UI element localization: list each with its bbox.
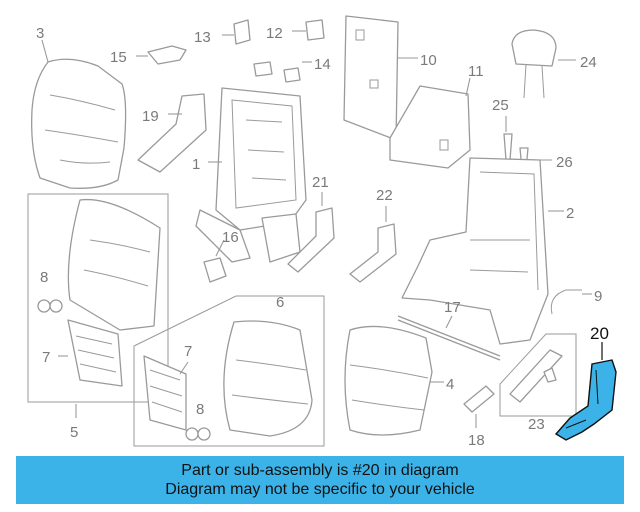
part-11-back-panel <box>389 85 471 169</box>
part-25-guide <box>503 133 513 161</box>
part-22-cover <box>349 223 397 283</box>
banner-line-1: Part or sub-assembly is #20 in diagram <box>181 462 459 479</box>
callout-26: 26 <box>556 154 573 171</box>
callout-12: 12 <box>266 25 283 42</box>
part-12-bracket <box>305 19 325 41</box>
callout-22: 22 <box>376 187 393 204</box>
part-24-headrest <box>511 29 557 99</box>
part-15-clip <box>147 45 187 65</box>
callout-14: 14 <box>314 56 331 73</box>
banner-line-2: Diagram may not be specific to your vehi… <box>165 481 475 498</box>
callout-5: 5 <box>70 424 78 441</box>
callout-10: 10 <box>420 52 437 69</box>
callout-11: 11 <box>468 63 484 80</box>
callout-25: 25 <box>492 97 509 114</box>
callout-6: 6 <box>276 294 284 311</box>
part-20-highlighted <box>554 359 617 441</box>
callout-21: 21 <box>312 174 329 191</box>
callout-8b: 8 <box>196 401 204 418</box>
callout-7b: 7 <box>184 343 192 360</box>
part-10-back-panel <box>343 15 399 141</box>
info-banner: Part or sub-assembly is #20 in diagram D… <box>16 456 624 504</box>
callout-24: 24 <box>580 54 597 71</box>
part-9-cable <box>550 289 582 315</box>
callout-4: 4 <box>446 376 454 393</box>
callout-15: 15 <box>110 49 127 66</box>
part-6-group-box <box>133 295 325 447</box>
callout-13: 13 <box>194 29 211 46</box>
part-16-knob <box>203 257 227 283</box>
part-3-seat-back-cushion <box>31 58 127 189</box>
part-5-group-box <box>27 193 169 403</box>
callout-3: 3 <box>36 25 44 42</box>
callout-8a: 8 <box>40 269 48 286</box>
parts-diagram: 3 15 13 12 14 10 11 24 <box>27 15 617 449</box>
part-14-clips <box>253 61 301 83</box>
part-1-seat-back-frame <box>195 87 307 263</box>
part-4-seat-back-cushion <box>344 325 433 436</box>
part-21-cover <box>287 207 335 273</box>
callout-9: 9 <box>594 288 602 305</box>
part-13-bracket <box>233 19 251 45</box>
callout-19: 19 <box>142 108 159 125</box>
callout-17: 17 <box>444 299 461 316</box>
callout-20: 20 <box>590 324 609 343</box>
part-19-hinge-cover <box>137 93 207 173</box>
callout-23: 23 <box>528 416 545 433</box>
part-18-trim <box>463 385 495 413</box>
callout-2: 2 <box>566 205 574 222</box>
callout-1: 1 <box>192 156 200 173</box>
callout-18: 18 <box>468 432 485 449</box>
part-17-rod <box>397 315 501 361</box>
part-2-seat-back-frame <box>401 157 549 345</box>
callout-7a: 7 <box>42 349 50 366</box>
part-23-trim-box <box>499 333 577 417</box>
callout-16: 16 <box>222 229 239 246</box>
